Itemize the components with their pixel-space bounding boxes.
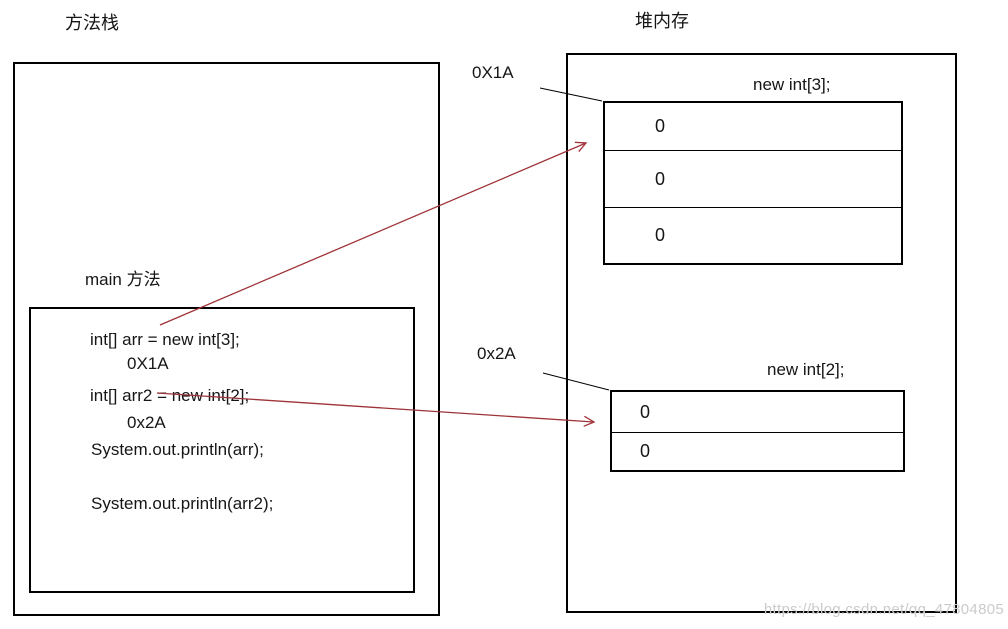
main-frame-label: main 方法	[85, 270, 161, 289]
code-line-arr2-address: 0x2A	[127, 413, 166, 432]
array2-address-label: 0x2A	[477, 344, 516, 363]
heap-box	[566, 53, 957, 613]
array1-title-label: new int[3];	[753, 75, 831, 94]
heap-title: 堆内存	[635, 11, 689, 31]
array-int3-cell-0: 0	[655, 116, 666, 136]
code-line-arr-address: 0X1A	[127, 354, 169, 373]
watermark-url: https://blog.csdn.net/qq_47804805	[763, 601, 1004, 618]
array-int3-box: 0 0 0	[603, 101, 903, 265]
code-line-arr2-decl: int[] arr2 = new int[2];	[90, 386, 250, 405]
array-int3-cell-2: 0	[605, 207, 901, 263]
array-int3-cell-1: 0	[605, 150, 901, 207]
code-line-println-arr2: System.out.println(arr2);	[91, 494, 274, 513]
stack-box	[13, 62, 440, 616]
code-line-println-arr: System.out.println(arr);	[91, 440, 264, 459]
array-int2-box: 0 0	[610, 390, 905, 472]
array-int2-cell-0: 0	[640, 401, 651, 422]
array2-title-label: new int[2];	[767, 360, 845, 379]
array-int2-cell-1: 0	[612, 432, 903, 470]
stack-title: 方法栈	[65, 13, 119, 33]
array1-address-label: 0X1A	[472, 63, 514, 82]
code-line-arr-decl: int[] arr = new int[3];	[90, 330, 240, 349]
